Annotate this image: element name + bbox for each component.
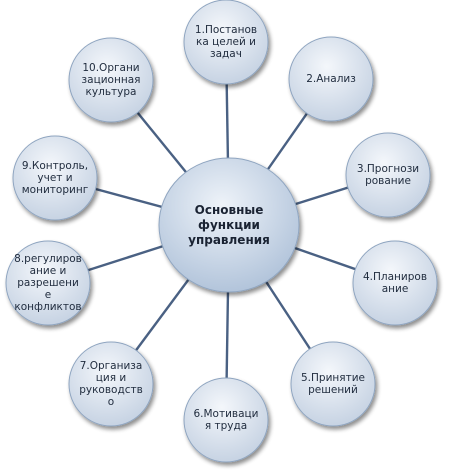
function-node-label-9: 9.Контроль, учет и мониторинг [21,160,89,196]
function-node-label-3: 3.Прогнози рование [356,163,420,187]
center-title: Основные функции управления [188,202,270,247]
function-node-label-4: 4.Планиров ание [362,271,428,295]
function-node-label-6: 6.Мотиваци я труда [193,408,259,432]
function-node-label-8: 8.регулиров ание и разрешени е конфликто… [14,253,82,313]
function-node-9 [12,135,98,221]
function-node-5 [290,341,376,427]
function-node-7 [68,341,154,427]
function-node-2 [288,36,374,122]
center-node [158,157,300,293]
function-node-label-2: 2.Анализ [306,73,356,85]
function-node-6 [183,377,269,463]
function-node-1 [183,0,269,85]
function-node-label-1: 1.Постанов ка целей и задач [194,24,258,60]
function-node-3 [345,132,431,218]
bubble-group [5,0,438,463]
function-node-label-5: 5.Принятие решений [301,372,365,396]
function-node-label-10: 10.Органи зационная культура [81,62,141,98]
function-node-label-7: 7.Организа ция и руководств о [79,360,143,408]
function-node-10 [68,37,154,123]
function-node-4 [352,240,438,326]
function-node-8 [5,240,91,326]
